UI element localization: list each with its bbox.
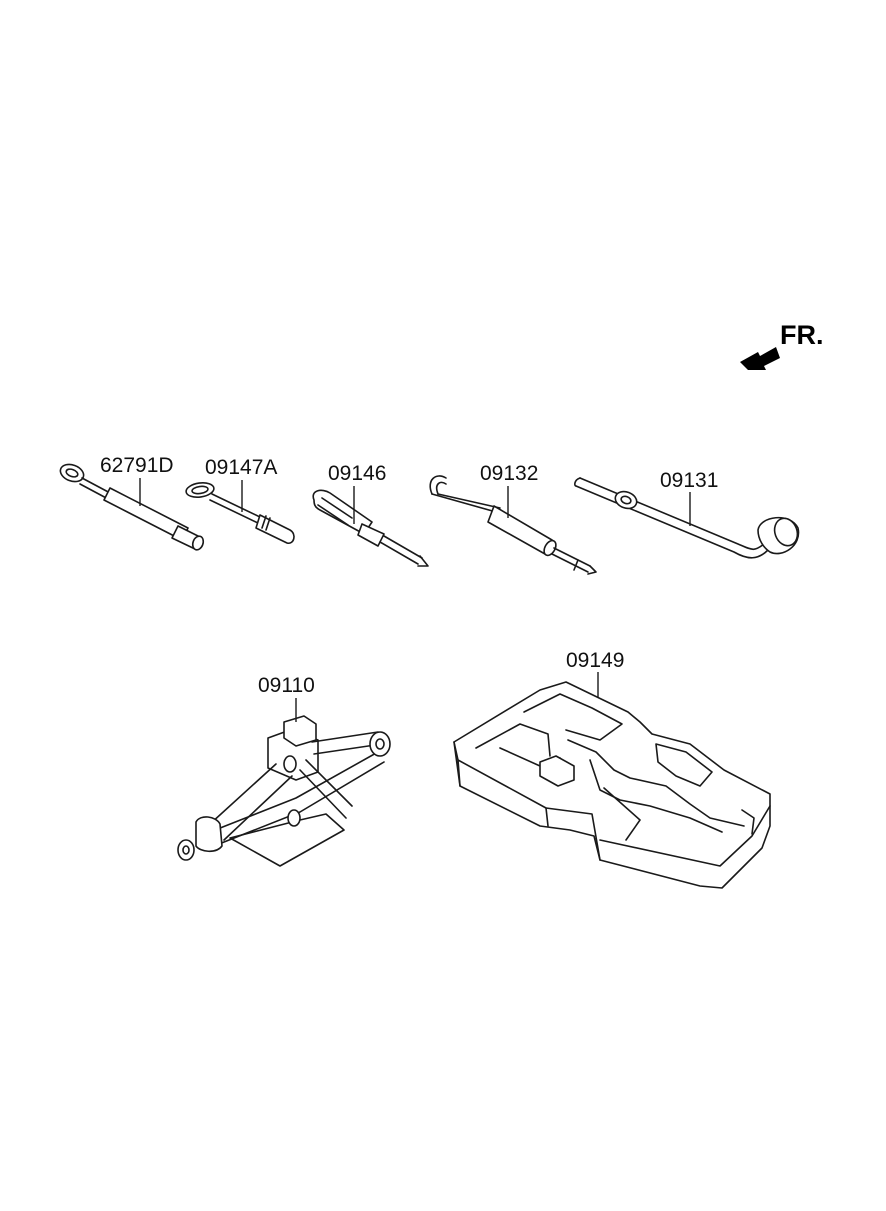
part-number-screwdriver: 09146 xyxy=(328,462,387,485)
part-number-jack: 09110 xyxy=(258,674,315,697)
part-number-lug-wrench: 09131 xyxy=(660,469,719,492)
lug-wrench-drawing xyxy=(574,477,800,559)
part-number-eye-wrench: 62791D xyxy=(100,454,174,477)
hook-tool-drawing xyxy=(429,475,597,575)
part-number-tool-tray: 09149 xyxy=(566,649,625,672)
part-number-tow-hook-rod: 09147A xyxy=(205,456,278,479)
screwdriver-drawing xyxy=(312,489,429,567)
eye-wrench-drawing xyxy=(59,463,205,551)
front-direction-arrow-icon xyxy=(740,347,780,370)
front-direction-label: FR. xyxy=(780,320,824,350)
scissor-jack-drawing xyxy=(177,715,391,867)
leader-lines xyxy=(139,478,691,722)
part-number-hook-tool: 09132 xyxy=(480,462,539,485)
tow-hook-rod-drawing xyxy=(185,481,295,544)
tool-tray-drawing xyxy=(453,681,771,889)
